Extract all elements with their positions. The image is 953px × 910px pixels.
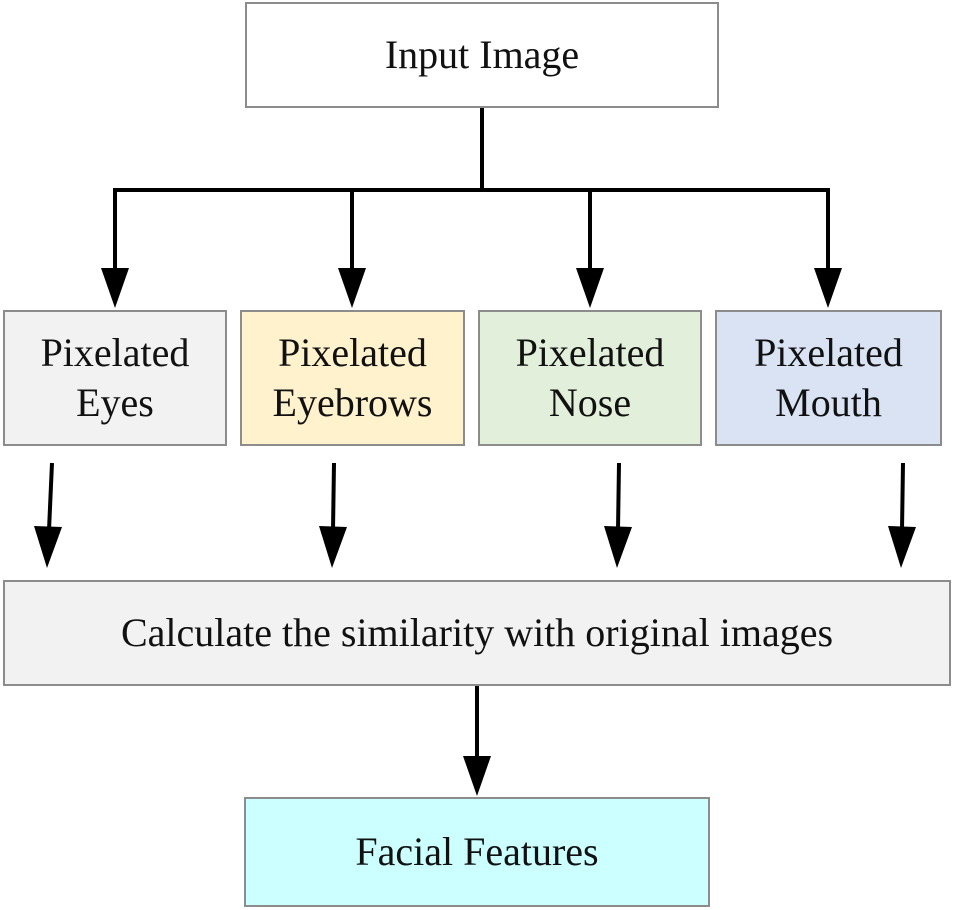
pixelated-eyes-line2: Eyes [76,380,154,425]
arrowhead-eyebrows-calc [319,526,347,568]
arrowhead-eyes [101,268,129,308]
pixelated-eyes-line1: Pixelated [40,330,190,375]
arrowhead-nose [576,268,604,308]
edge-mouth-calc [900,462,905,531]
pixelated-nose-node: Pixelated Nose [478,310,702,446]
facial-features-node: Facial Features [244,797,710,907]
edge-eyes-calc [47,462,54,531]
pixelated-nose-line1: Pixelated [515,330,665,375]
input-image-node: Input Image [245,2,719,108]
arrowhead-mouth [814,268,842,308]
calculate-similarity-node: Calculate the similarity with original i… [3,580,951,686]
edge-eyebrows-calc [331,462,336,531]
edge-nose-calc [616,462,621,531]
pixelated-eyes-node: Pixelated Eyes [3,310,227,446]
pixelated-eyebrows-node: Pixelated Eyebrows [240,310,465,446]
pixelated-mouth-line2: Mouth [775,380,882,425]
pixelated-eyebrows-line2: Eyebrows [272,380,433,425]
input-image-label: Input Image [384,32,580,77]
pixelated-eyebrows-line1: Pixelated [278,330,427,375]
facial-features-label: Facial Features [355,829,599,874]
pixelated-mouth-node: Pixelated Mouth [715,310,942,446]
arrowhead-calc-facial [463,756,491,796]
arrowhead-eyebrows [338,268,366,308]
pixelated-mouth-line1: Pixelated [754,330,903,375]
arrowhead-eyes-calc [34,526,62,568]
calculate-similarity-label: Calculate the similarity with original i… [120,610,834,655]
arrowhead-nose-calc [604,526,632,568]
pixelated-nose-line2: Nose [548,380,632,425]
arrowhead-mouth-calc [888,526,916,568]
